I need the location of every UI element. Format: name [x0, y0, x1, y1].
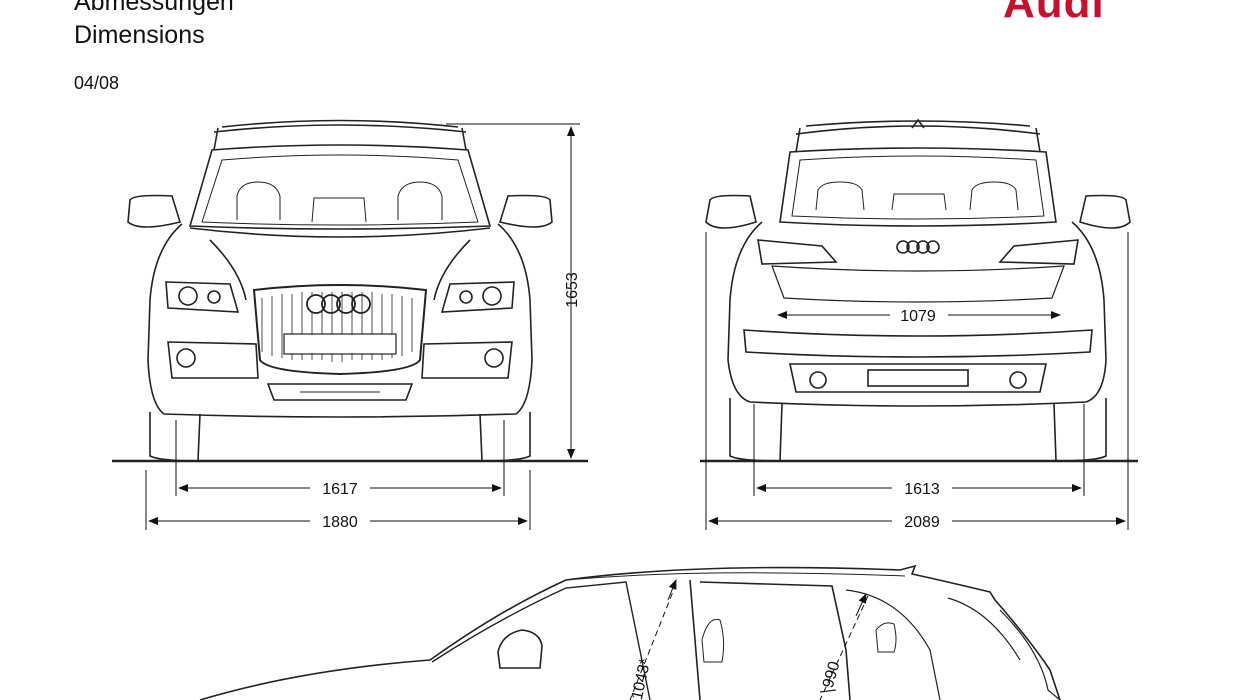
rear-view — [700, 118, 1138, 463]
side-headroom-rear-label: 990 — [820, 659, 844, 689]
front-view — [112, 119, 588, 463]
side-view — [199, 564, 1061, 700]
title-english: Dimensions — [74, 21, 205, 49]
side-headroom-front-label: 1043* — [629, 657, 654, 700]
title-german: Abmessungen — [74, 0, 234, 16]
rear-width-dimension — [705, 232, 1129, 530]
rear-width-label: 2089 — [904, 514, 940, 531]
audi-logo: Audi — [1003, 0, 1105, 27]
front-width-label: 1880 — [322, 514, 358, 531]
front-track-label: 1617 — [322, 481, 358, 498]
document-date: 04/08 — [74, 73, 120, 93]
front-height-label: 1653 — [564, 272, 581, 308]
rear-hatch-width-label: 1079 — [900, 308, 936, 325]
rear-track-dimension — [753, 404, 1085, 496]
front-width-dimension — [145, 470, 531, 530]
front-height-dimension — [446, 123, 580, 459]
rear-track-label: 1613 — [904, 481, 940, 498]
front-track-dimension — [175, 420, 505, 496]
side-headroom-dimensions — [629, 579, 869, 700]
